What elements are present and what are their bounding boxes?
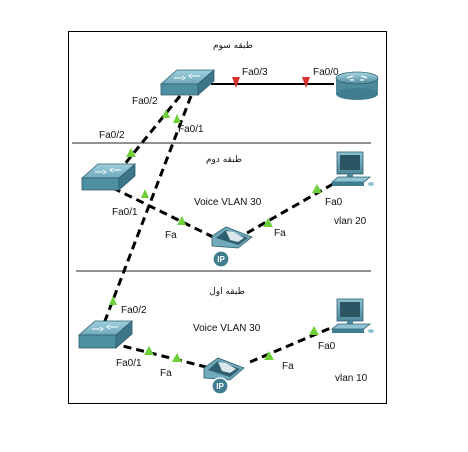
- link-sw3-sw2: [118, 95, 182, 171]
- port-label-sw1-fa02: Fa0/2: [121, 305, 147, 316]
- port-label-sw3-fa01: Fa0/1: [178, 124, 204, 135]
- link-sw2-phone2: [112, 186, 214, 239]
- link-down-indicator: [232, 77, 240, 88]
- port-label-sw2-fa01: Fa0/1: [112, 207, 138, 218]
- link-up-indicator: [264, 351, 274, 360]
- link-sw1-phone1: [110, 341, 207, 369]
- link-up-indicator: [172, 353, 182, 362]
- port-label-sw2-fa02: Fa0/2: [99, 130, 125, 141]
- vlan-label-bottom: vlan 10: [335, 373, 368, 384]
- switch-floor3-icon[interactable]: [159, 69, 216, 96]
- port-label-sw1-fa01: Fa0/1: [116, 358, 142, 369]
- port-label-sw3-fa03: Fa0/3: [242, 67, 268, 78]
- link-up-indicator: [173, 114, 181, 123]
- link-status-indicators: [109, 77, 322, 362]
- router-icon[interactable]: [335, 71, 379, 100]
- switch-floor1-icon[interactable]: [77, 320, 134, 349]
- link-phone1-pc1: [249, 325, 334, 364]
- ip-badge: IP: [217, 255, 225, 264]
- switch-floor2-icon[interactable]: [80, 163, 137, 191]
- port-label-pc2-fa0: Fa0: [325, 197, 343, 208]
- link-up-indicator: [312, 184, 322, 193]
- link-up-indicator: [126, 148, 136, 157]
- link-sw3-sw1: [101, 95, 193, 327]
- ip-badge: IP: [216, 382, 224, 391]
- pc-floor1-icon[interactable]: [330, 298, 374, 333]
- port-label-pc1-fa0: Fa0: [318, 341, 336, 352]
- link-up-indicator: [141, 189, 149, 198]
- port-label-phone1-fa-pc: Fa: [282, 361, 294, 372]
- floor-label-first: طبقه اول: [209, 287, 245, 297]
- voice-vlan-label-top: Voice VLAN 30: [194, 197, 262, 208]
- voice-vlan-label-bottom: Voice VLAN 30: [193, 323, 261, 334]
- link-up-indicator: [162, 109, 170, 118]
- link-up-indicator: [144, 346, 154, 355]
- ip-phone-floor2-icon[interactable]: IP: [211, 226, 253, 268]
- link-up-indicator: [177, 216, 186, 225]
- vlan-label-top: vlan 20: [334, 216, 367, 227]
- floor-label-second: طبقه دوم: [206, 155, 242, 165]
- link-up-indicator: [309, 326, 319, 335]
- link-down-indicator: [302, 77, 310, 88]
- port-label-router-fa00: Fa0/0: [313, 67, 339, 78]
- ip-phone-floor1-icon[interactable]: IP: [203, 357, 245, 395]
- port-label-phone2-fa-pc: Fa: [274, 228, 286, 239]
- port-label-phone2-fa-sw: Fa: [165, 230, 177, 241]
- diagram-frame: [68, 31, 387, 404]
- floor-label-third: طبقه سوم: [213, 41, 253, 51]
- link-up-indicator: [109, 296, 117, 305]
- link-up-indicator: [263, 218, 273, 227]
- port-label-phone1-fa-sw: Fa: [160, 368, 172, 379]
- port-label-sw3-fa02: Fa0/2: [132, 96, 158, 107]
- pc-floor2-icon[interactable]: [330, 151, 374, 186]
